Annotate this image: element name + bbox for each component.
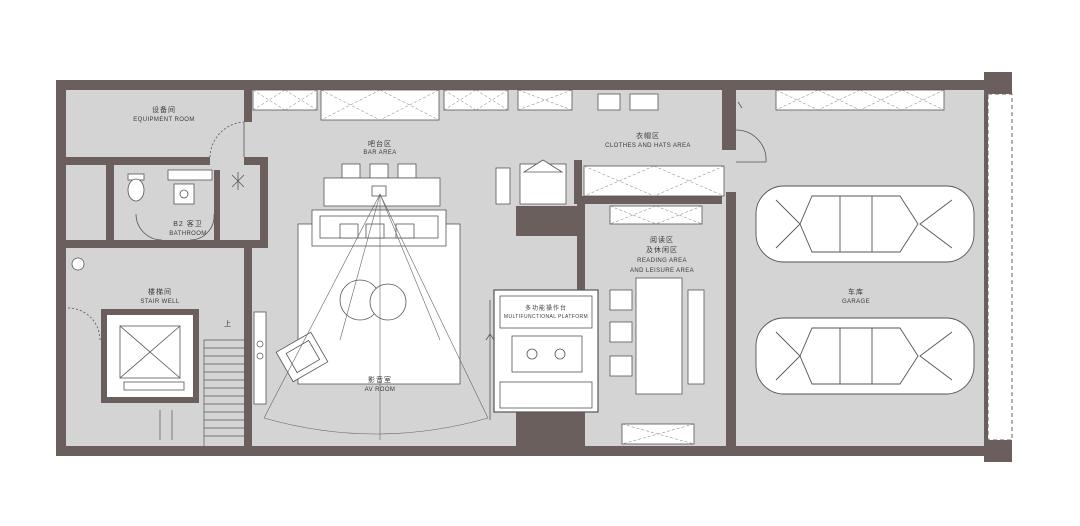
stairwell — [101, 309, 199, 403]
car-top — [755, 185, 975, 263]
garage-door-opening — [987, 93, 1013, 441]
sofa — [311, 209, 447, 247]
stair-steps — [159, 339, 244, 446]
bathroom-label-en: BATHROOM — [169, 231, 206, 237]
reading-area-label-en2: AND LEISURE AREA — [630, 268, 694, 274]
av-room-label-en: AV ROOM — [365, 387, 396, 393]
bar-area-label-en: BAR AREA — [363, 150, 396, 156]
projector-beam — [263, 193, 489, 440]
clothes-doors — [735, 101, 767, 163]
clothes-area-label-cn: 衣帽区 — [636, 131, 660, 140]
reading-area-label-cn2: 及休闲区 — [646, 245, 678, 254]
clock-icon — [71, 257, 85, 271]
stair-well-label-en: STAIR WELL — [140, 299, 179, 305]
bar-area-label-cn: 吧台区 — [368, 139, 392, 148]
av-room-door — [485, 300, 495, 420]
top-cabinets — [252, 89, 945, 121]
vanity — [495, 159, 582, 205]
av-room-label-cn: 影音室 — [368, 375, 392, 384]
toilet — [127, 173, 145, 202]
reading-area-label-en: READING AREA — [637, 258, 687, 264]
bottom-cabinet — [621, 423, 695, 445]
stair-rail — [253, 311, 267, 405]
car-bottom — [755, 317, 975, 395]
equipment-room-label-cn: 设备间 — [152, 105, 176, 114]
stair-up-mark: 上 — [224, 319, 232, 328]
stair-well-label-cn: 楼梯间 — [148, 287, 172, 296]
reading-table — [609, 277, 705, 395]
cooktop — [511, 335, 583, 373]
outer-walls — [56, 72, 1012, 462]
bar-counter — [323, 163, 441, 207]
stair-door — [67, 307, 101, 341]
equipment-door — [209, 121, 245, 158]
sink — [167, 169, 213, 205]
multifunction-label-cn: 多功能操作台 — [525, 304, 567, 312]
wardrobe — [583, 165, 725, 197]
garage-label-cn: 车库 — [848, 287, 864, 296]
bathroom-label-cn: B2 客卫 — [173, 219, 203, 228]
reading-area-label-cn: 阅读区 — [650, 235, 674, 244]
multifunction-label-en: MULTIFUNCTIONAL PLATFORM — [504, 314, 588, 320]
equipment-room-label-en: EQUIPMENT ROOM — [133, 117, 195, 123]
clothes-area-label-en: CLOTHES AND HATS AREA — [605, 143, 691, 149]
room-labels: 设备间 EQUIPMENT ROOM 吧台区 BAR AREA 衣帽区 CLOT… — [133, 105, 870, 393]
bathroom-doors — [135, 213, 215, 241]
garage-label-en: GARAGE — [842, 299, 870, 305]
shower — [231, 172, 245, 190]
clothes-stools — [597, 93, 659, 111]
top-cabinet-crosses — [252, 89, 945, 121]
reading-shelf — [609, 205, 703, 225]
coffee-tables — [339, 279, 407, 321]
